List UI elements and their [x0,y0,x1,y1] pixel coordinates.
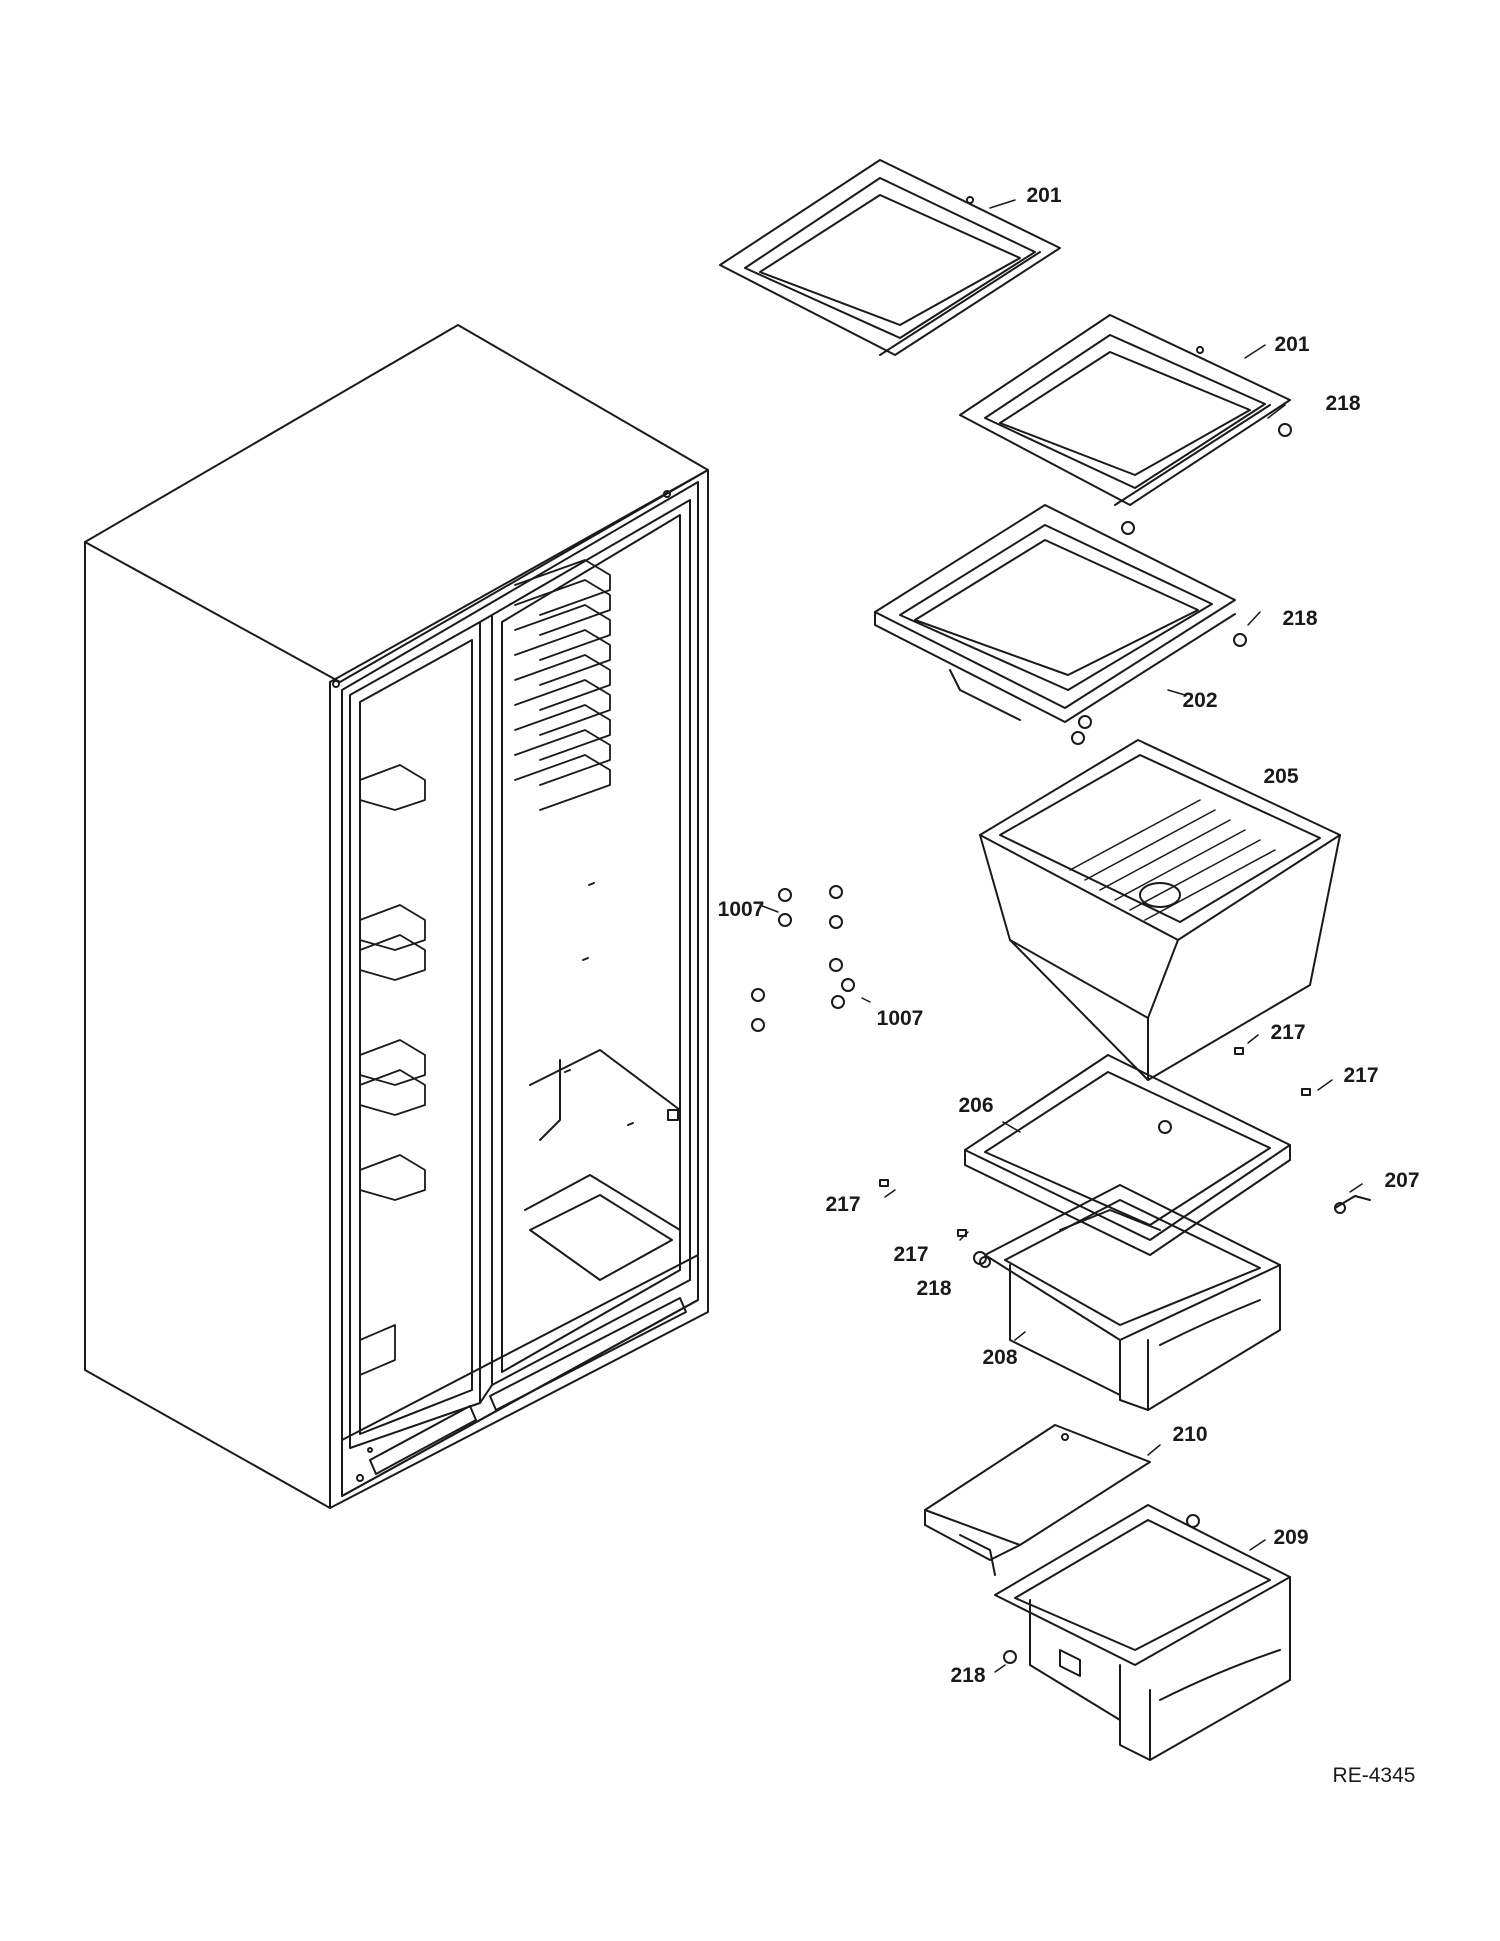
storage-pan [979,739,1341,1081]
drawing-reference: RE-4345 [1332,1764,1416,1787]
pan-drawer [994,1504,1291,1761]
callout-1007-left: 1007 [717,898,765,921]
pan-cover [924,1424,1151,1576]
glass-shelf-middle [959,314,1292,535]
callout-217-b: 217 [1343,1064,1379,1087]
small-hardware [879,715,1311,1265]
callout-217-d: 217 [893,1243,929,1266]
callout-218-b: 218 [1282,607,1318,630]
callout-218-a: 218 [1325,392,1361,415]
callout-218-d: 218 [950,1664,986,1687]
callout-205: 205 [1263,765,1299,788]
callout-201-upper: 201 [1026,184,1062,207]
screw-set [751,885,871,1032]
callout-209: 209 [1273,1526,1309,1549]
glass-shelf-upper [719,159,1061,356]
callout-217-a: 217 [1270,1021,1306,1044]
refrigerator-cabinet [84,324,709,1509]
callout-206: 206 [958,1094,994,1117]
leader-lines [884,199,1363,1673]
callout-207: 207 [1384,1169,1420,1192]
glass-shelf-bottom [874,504,1247,745]
callout-208: 208 [982,1346,1018,1369]
callout-218-c: 218 [916,1277,952,1300]
crisper-drawer [979,1184,1371,1411]
callout-201-middle: 201 [1274,333,1310,356]
callout-1007-right: 1007 [876,1007,924,1030]
crisper-cover [964,1054,1291,1256]
callout-202: 202 [1182,689,1218,712]
callout-210: 210 [1172,1423,1208,1446]
callout-217-c: 217 [825,1193,861,1216]
